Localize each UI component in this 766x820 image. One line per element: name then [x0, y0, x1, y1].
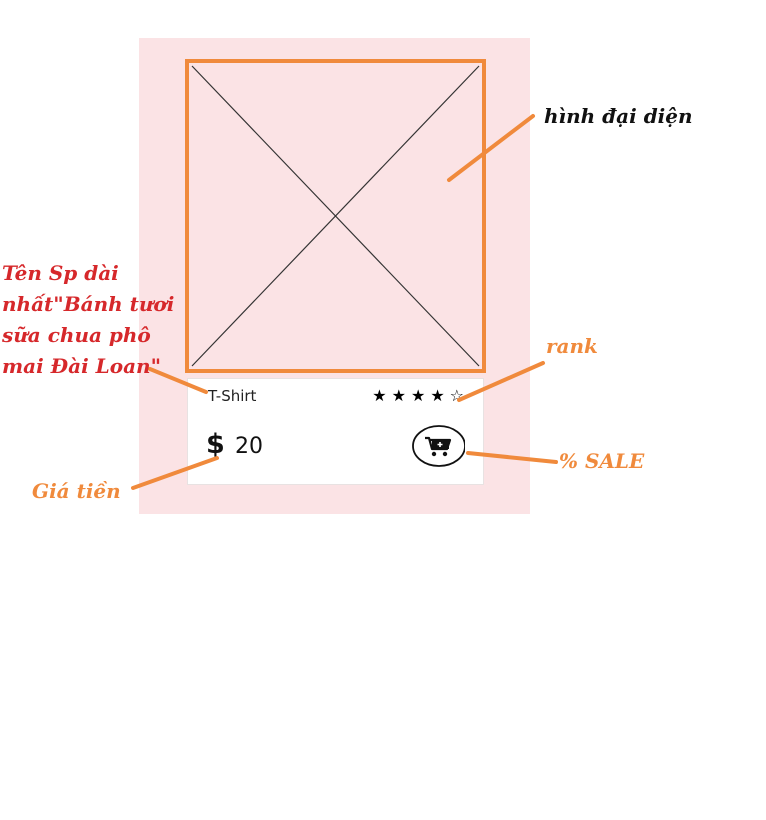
annotation-price-label: Giá tiền	[32, 479, 121, 503]
arrow-price	[131, 456, 219, 490]
star-filled-icon: ★	[391, 386, 411, 405]
product-image-placeholder[interactable]	[185, 59, 486, 373]
arrow-rank	[457, 361, 545, 402]
annotation-rank-label: rank	[546, 334, 598, 358]
arrow-image	[447, 114, 535, 182]
star-filled-icon: ★	[410, 386, 431, 405]
product-info-card[interactable]: T-Shirt ★★★★☆ $ 20	[187, 378, 484, 485]
annotation-name-label: Tên Sp dài nhất"Bánh tươi sữa chua phô m…	[2, 261, 175, 378]
product-name[interactable]: T-Shirt	[208, 387, 257, 405]
rating-stars: ★★★★☆	[372, 386, 469, 405]
image-placeholder-icon	[191, 65, 480, 367]
annotation-image-label: hình đại diện	[544, 104, 693, 128]
star-filled-icon: ★	[430, 386, 450, 405]
annotation-sale-label: % SALE	[559, 449, 645, 473]
arrow-sale	[466, 451, 558, 464]
price-value: 20	[235, 434, 263, 459]
arrow-name	[148, 367, 208, 394]
star-filled-icon: ★	[372, 386, 392, 405]
price-currency-symbol: $	[206, 429, 225, 460]
